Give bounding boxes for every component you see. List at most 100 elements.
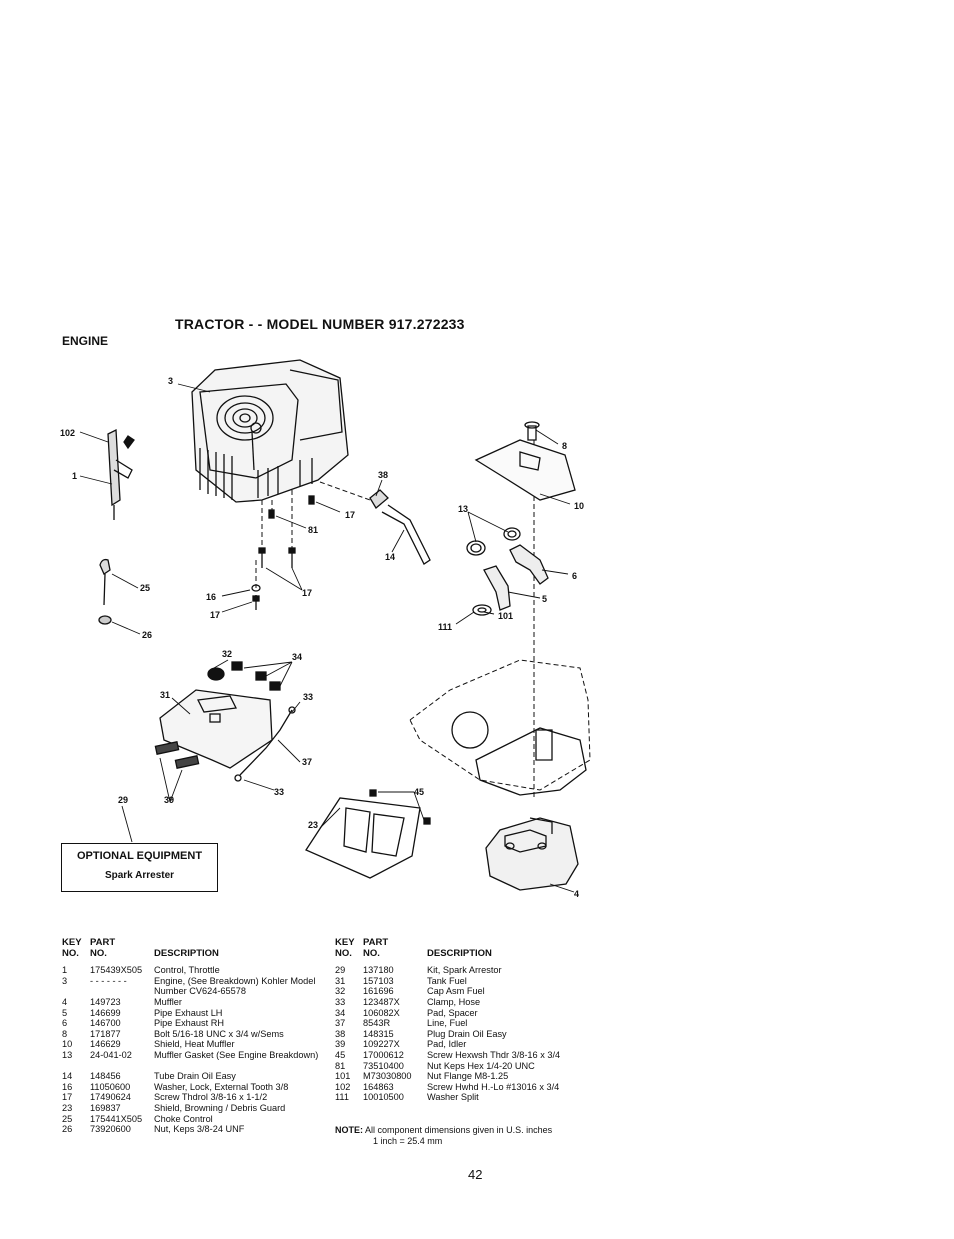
callout-26: 26	[142, 630, 152, 640]
description: Plug Drain Oil Easy	[427, 1028, 507, 1039]
key-no: 8	[62, 1028, 68, 1039]
part-no: 146699	[90, 1007, 121, 1018]
key-no: 32	[335, 986, 346, 997]
key-no: 38	[335, 1028, 346, 1039]
part-no: 169837	[90, 1102, 121, 1113]
key-no: 4	[62, 996, 68, 1007]
callout-31: 31	[160, 690, 170, 700]
key-no: 37	[335, 1018, 346, 1029]
header-key: KEY	[335, 937, 355, 948]
key-no: 5	[62, 1007, 68, 1018]
muffler-drawing	[485, 817, 579, 891]
callout-17-upper: 17	[345, 510, 355, 520]
callout-14: 14	[385, 552, 395, 562]
header-description: DESCRIPTION	[427, 947, 492, 959]
part-no: 146629	[90, 1039, 121, 1050]
description: Tube Drain Oil Easy	[154, 1071, 236, 1082]
description: Muffler	[154, 996, 182, 1007]
page-number: 42	[468, 1167, 483, 1182]
key-no: 29	[335, 965, 346, 976]
part-no: 149723	[90, 996, 121, 1007]
part-no: - - - - - - -	[90, 975, 127, 986]
bolts-drawing	[251, 495, 315, 610]
part-no: 24-041-02	[90, 1049, 132, 1060]
frame-plate-drawing	[451, 711, 587, 796]
description: Nut, Keps 3/8-24 UNF	[154, 1124, 245, 1135]
key-no: 10	[62, 1039, 73, 1050]
key-no: 26	[62, 1124, 73, 1135]
part-no: 11050600	[90, 1081, 131, 1092]
key-no: 34	[335, 1007, 346, 1018]
fuel-line-drawing	[234, 706, 296, 782]
header-part: PART	[363, 937, 389, 948]
description: Washer Split	[427, 1092, 479, 1103]
key-no: 81	[335, 1060, 346, 1071]
part-no: 171877	[90, 1028, 121, 1039]
key-no: 102	[335, 1081, 351, 1092]
callout-45: 45	[414, 787, 424, 797]
throttle-control-drawing	[107, 428, 135, 520]
callout-5: 5	[542, 594, 547, 604]
callout-8: 8	[562, 441, 567, 451]
callout-16: 16	[206, 592, 216, 602]
description: Pad, Spacer	[427, 1007, 478, 1018]
key-no: 23	[62, 1102, 73, 1113]
header-key-no: NO.	[62, 947, 79, 959]
callout-102: 102	[60, 428, 75, 438]
description: Muffler Gasket (See Engine Breakdown)	[154, 1049, 319, 1060]
table-row: 5 146699 Pipe Exhaust LH	[62, 1008, 332, 1019]
callout-17-right: 17	[302, 588, 312, 598]
description: Pipe Exhaust RH	[154, 1018, 224, 1029]
optional-equipment-heading: OPTIONAL EQUIPMENT	[76, 850, 203, 862]
description: Screw Hwhd H.-Lo #13016 x 3/4	[427, 1081, 560, 1092]
header-part-no: NO.	[90, 947, 107, 959]
description: Shield, Browning / Debris Guard	[154, 1102, 286, 1113]
table-row: 3- - - - - - -Engine, (See Breakdown) Ko…	[62, 976, 332, 997]
heat-shield-drawing	[474, 421, 576, 501]
note-line-1: All component dimensions given in U.S. i…	[365, 1125, 553, 1135]
callout-38: 38	[378, 470, 388, 480]
description: Tank Fuel	[427, 975, 467, 986]
optional-equipment-box: OPTIONAL EQUIPMENT Spark Arrester	[61, 843, 218, 892]
table-row: 10 146629 Shield, Heat Muffler	[62, 1039, 332, 1050]
key-no: 111	[335, 1092, 349, 1103]
part-no: 123487X	[363, 996, 400, 1007]
description: Shield, Heat Muffler	[154, 1039, 235, 1050]
description: Engine, (See Breakdown) Kohler Model Num…	[154, 975, 316, 997]
key-no: 6	[62, 1018, 68, 1029]
part-no: 175439X505	[90, 965, 143, 976]
callout-6: 6	[572, 571, 577, 581]
part-no: 148456	[90, 1071, 121, 1082]
description: Nut Keps Hex 1/4-20 UNC	[427, 1060, 535, 1071]
description: Line, Fuel	[427, 1018, 468, 1029]
header-part: PART	[90, 937, 116, 948]
key-no: 33	[335, 996, 346, 1007]
part-no: 161696	[363, 986, 394, 997]
table-row: 23 169837 Shield, Browning / Debris Guard	[62, 1103, 332, 1114]
callout-10: 10	[574, 501, 584, 511]
section-heading: ENGINE	[62, 334, 109, 348]
debris-guard-drawing	[305, 789, 431, 879]
key-no: 13	[62, 1049, 73, 1060]
dimension-note: NOTE: All component dimensions given in …	[335, 1125, 552, 1146]
part-no: 175441X505	[90, 1113, 143, 1124]
callout-32: 32	[222, 649, 232, 659]
callout-17-lower: 17	[210, 610, 220, 620]
description: Pipe Exhaust LH	[154, 1007, 223, 1018]
